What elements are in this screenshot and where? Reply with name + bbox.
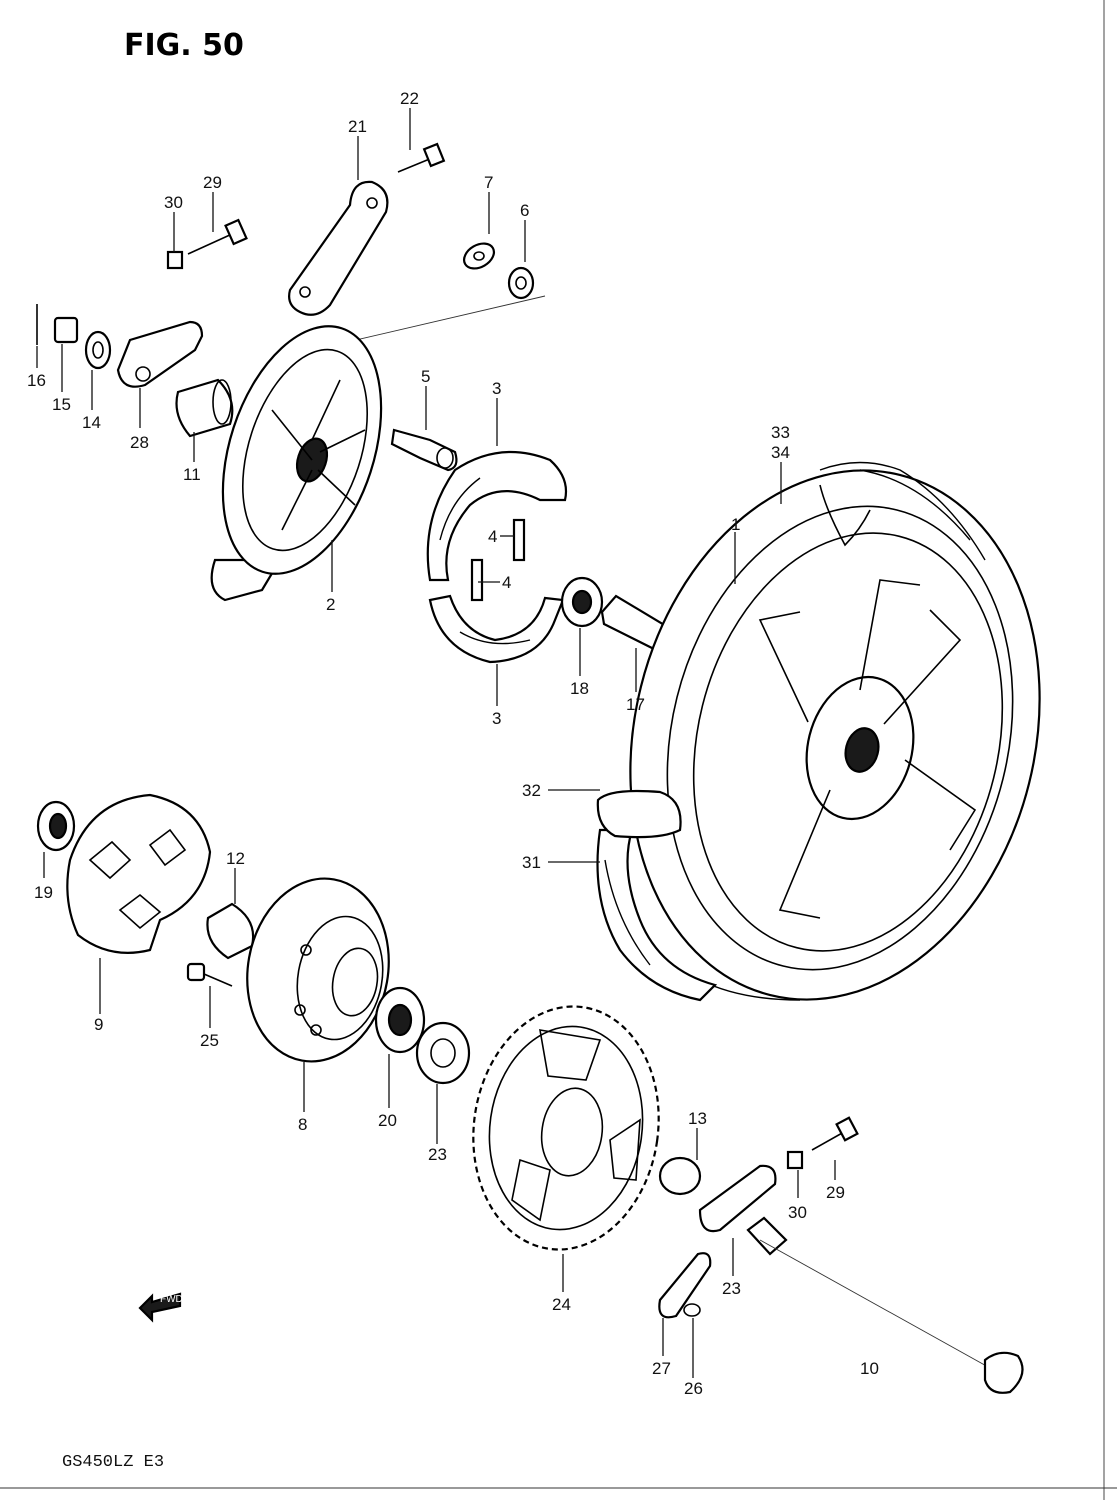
- label-19: 19: [34, 883, 53, 902]
- part-24-rear-sprocket: [472, 1005, 660, 1251]
- part-32-tube: [596, 789, 682, 839]
- label-4-lower: 4: [502, 573, 511, 592]
- label-24: 24: [552, 1295, 571, 1314]
- label-30-right: 30: [788, 1203, 807, 1222]
- part-14-washer: [84, 330, 112, 370]
- label-30: 30: [164, 193, 183, 212]
- part-3-brake-shoe-lower: [428, 594, 565, 664]
- part-4-spring-lower: [470, 558, 484, 602]
- part-10-axle: [759, 1239, 1024, 1394]
- part-31-tire: [596, 828, 718, 1002]
- model-code: GS450LZ E3: [62, 1453, 164, 1472]
- part-4-spring-upper: [512, 518, 526, 562]
- part-20-bearing: [374, 986, 426, 1054]
- label-23-right: 23: [722, 1279, 741, 1298]
- label-32: 32: [522, 781, 541, 800]
- label-22: 22: [400, 89, 419, 108]
- label-4-upper: 4: [488, 527, 497, 546]
- part-22-bolt: [397, 142, 446, 173]
- part-29-bolt-right: [811, 1116, 859, 1151]
- label-25: 25: [200, 1031, 219, 1050]
- label-34: 34: [771, 443, 790, 462]
- part-6-nut: [507, 266, 535, 300]
- part-23-spacer-right: [746, 1216, 788, 1256]
- fwd-label: FWD: [160, 1294, 183, 1305]
- label-15: 15: [52, 395, 71, 414]
- part-28-chain-adjuster: [116, 320, 204, 388]
- figure-title: FIG. 50: [124, 28, 244, 63]
- label-7: 7: [484, 173, 493, 192]
- part-8-sprocket-drum: [246, 877, 390, 1063]
- label-26: 26: [684, 1379, 703, 1398]
- part-9-cush-damper: [66, 793, 212, 954]
- label-1: 1: [731, 515, 740, 534]
- label-3-upper: 3: [492, 379, 501, 398]
- label-17: 17: [626, 695, 645, 714]
- label-12: 12: [226, 849, 245, 868]
- part-2-brake-panel: [210, 325, 383, 602]
- part-21-torque-link: [288, 180, 389, 316]
- part-3-brake-shoe-upper: [426, 450, 568, 582]
- label-9: 9: [94, 1015, 103, 1034]
- label-16: 16: [27, 371, 46, 390]
- part-7-washer: [462, 242, 496, 270]
- part-29-bolt: [187, 218, 248, 255]
- label-11: 11: [183, 465, 201, 484]
- label-2: 2: [326, 595, 335, 614]
- part-25-bolt: [186, 962, 233, 987]
- leader-lines: [36, 108, 836, 1378]
- part-30-nut: [166, 250, 184, 270]
- part-19-bearing: [36, 800, 76, 852]
- part-12-collar: [206, 902, 255, 960]
- label-28: 28: [130, 433, 149, 452]
- part-5-brake-cam: [390, 428, 458, 472]
- part-1-rear-wheel: [629, 461, 1041, 1001]
- part-11-spacer: [175, 378, 234, 438]
- label-27: 27: [652, 1359, 671, 1378]
- label-18: 18: [570, 679, 589, 698]
- label-13: 13: [688, 1109, 707, 1128]
- label-5: 5: [421, 367, 430, 386]
- label-6: 6: [520, 201, 529, 220]
- label-31: 31: [522, 853, 541, 872]
- label-14: 14: [82, 413, 101, 432]
- label-29: 29: [203, 173, 222, 192]
- fwd-arrow-icon: FWD: [138, 1292, 183, 1323]
- part-23-spacer: [415, 1021, 471, 1085]
- part-30-nut-right: [786, 1150, 804, 1170]
- part-28-chain-adjuster-right: [698, 1164, 777, 1233]
- label-8: 8: [298, 1115, 307, 1134]
- part-labels: 22 21 29 30 7 6 16 15 14 28 11 2 5 3 4 4…: [27, 89, 879, 1398]
- label-29-right: 29: [826, 1183, 845, 1202]
- part-27-torque-link-lower: [658, 1252, 712, 1319]
- part-18-bearing: [560, 576, 604, 628]
- part-13-spacer: [658, 1156, 702, 1196]
- label-20: 20: [378, 1111, 397, 1130]
- label-33: 33: [771, 423, 790, 442]
- label-21: 21: [348, 117, 367, 136]
- label-23: 23: [428, 1145, 447, 1164]
- part-15-castle-nut: [53, 316, 79, 344]
- label-10: 10: [860, 1359, 879, 1378]
- label-3-lower: 3: [492, 709, 501, 728]
